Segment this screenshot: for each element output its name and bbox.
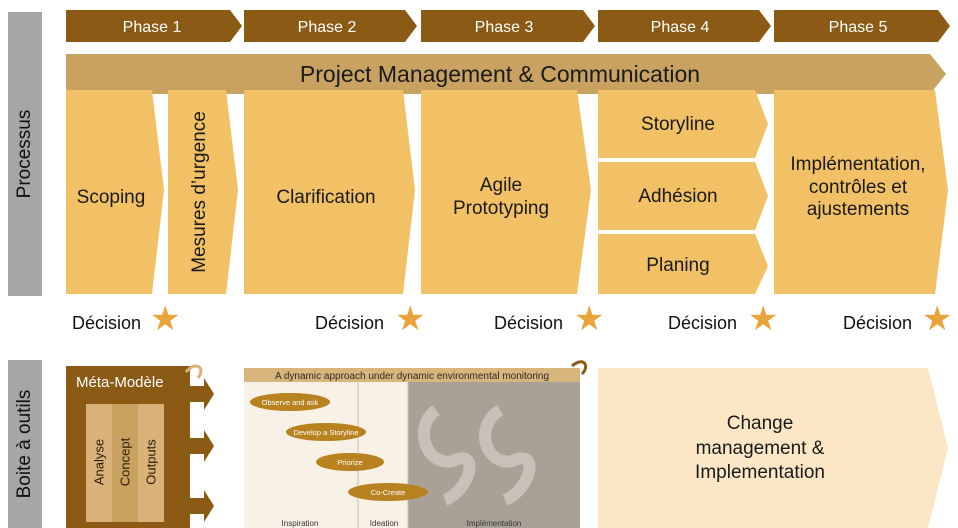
column-ideation: Ideation (370, 519, 398, 528)
column-inspiration: Inspiration (282, 519, 319, 528)
agile-label-line2: Prototyping (452, 198, 550, 219)
meta-model-box (66, 364, 214, 528)
change-line2: management & (695, 437, 825, 459)
step-observe: Observe and ask (250, 393, 330, 411)
storyline-block (598, 90, 768, 158)
phase-1-label: Phase 1 (123, 19, 182, 36)
decision-3-label: Décision (494, 313, 564, 333)
meta-model-title: Méta-Modèle (76, 374, 164, 391)
decision-2-star-icon: ★ (395, 300, 426, 338)
impl-label-line1: Implémentation, (790, 153, 926, 175)
step-observe-label: Observe and ask (262, 398, 319, 407)
step-priorize: Priorize (316, 453, 384, 471)
decision-1-star-icon: ★ (150, 300, 181, 338)
storyline-label: Storyline (641, 113, 715, 135)
impl-label-line3: ajustements (806, 199, 910, 221)
project-management-banner: Project Management & Communication (66, 54, 946, 94)
impl-label-line2: contrôles et (808, 176, 908, 198)
decision-3-star-icon: ★ (574, 300, 605, 338)
agile-block (421, 90, 591, 294)
phase-5-chevron: Phase 5 (774, 10, 950, 42)
phase-4-chevron: Phase 4 (598, 10, 771, 42)
urgency-label: Mesures d’urgence (189, 111, 210, 273)
step-storyline: Develop a Storyline (286, 423, 366, 441)
change-line3: Implementation (695, 462, 825, 484)
decision-1-label: Décision (72, 313, 142, 333)
process-sidebar: Processus (8, 12, 42, 296)
agile-label: Agile Prototyping (421, 170, 581, 226)
dynamic-title: A dynamic approach under dynamic environ… (275, 371, 549, 382)
cycle-graphic (417, 405, 536, 506)
scoping-label: Scoping (76, 186, 146, 208)
decision-5-label: Décision (843, 313, 913, 333)
column-implementation: Implémentation (467, 519, 522, 528)
phase-1-chevron: Phase 1 (66, 10, 242, 42)
planing-block (598, 234, 768, 294)
phase-2-label: Phase 2 (298, 19, 357, 36)
step-cocreate-label: Co-Create (371, 488, 406, 497)
decision-4-star-icon: ★ (748, 300, 779, 338)
phase-5-label: Phase 5 (829, 19, 888, 36)
decision-5-star-icon: ★ (922, 300, 953, 338)
step-cocreate: Co-Create (348, 483, 428, 501)
clarification-label: Clarification (276, 186, 376, 208)
phase-2-chevron: Phase 2 (244, 10, 417, 42)
step-priorize-label: Priorize (337, 458, 362, 467)
phase-3-label: Phase 3 (475, 19, 534, 36)
implementation-label: Implémentation, contrôles et ajustements (774, 148, 942, 228)
scoping-block (66, 90, 164, 294)
process-blocks (66, 90, 948, 294)
adhesion-block (598, 162, 768, 230)
urgency-block (168, 90, 238, 294)
planing-label: Planing (646, 254, 710, 276)
phase-header: Phase 1 Phase 2 Phase 3 Phase 4 Phase 5 … (66, 10, 950, 94)
toolbox-sidebar: Boite à outils (8, 360, 42, 528)
change-management-block (598, 368, 948, 528)
dynamic-approach-panel: A dynamic approach under dynamic environ… (244, 360, 588, 528)
step-storyline-label: Develop a Storyline (293, 428, 358, 437)
phase-3-chevron: Phase 3 (421, 10, 595, 42)
agile-label-line1: Agile (479, 175, 523, 197)
implementation-block (774, 90, 948, 294)
decision-2-label: Décision (315, 313, 385, 333)
decision-4-label: Décision (668, 313, 738, 333)
change-line1: Change (726, 413, 794, 434)
adhesion-label: Adhésion (638, 185, 718, 207)
change-management-label: Change management & Implementation (640, 412, 880, 486)
clarification-block (244, 90, 415, 294)
dynamic-header-bar (244, 368, 580, 382)
banner-label: Project Management & Communication (300, 61, 700, 87)
phase-4-label: Phase 4 (651, 19, 710, 36)
